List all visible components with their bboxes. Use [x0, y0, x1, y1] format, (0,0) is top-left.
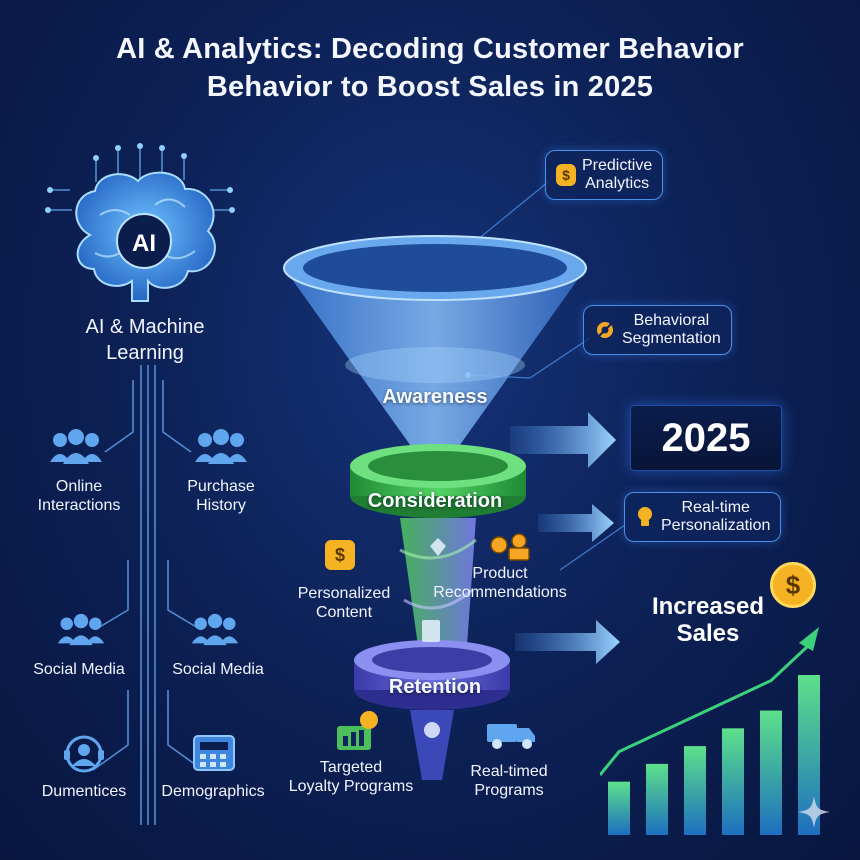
delivery-truck-icon [487, 724, 535, 749]
people-group-icon [50, 429, 102, 464]
page-title: AI & Analytics: Decoding Customer Behavi… [0, 30, 860, 106]
chart-bar-6 [798, 675, 820, 835]
tactic-loyalty-line-2: Loyalty Programs [288, 778, 414, 795]
stage-consideration: Consideration [367, 490, 503, 512]
source-social-media-left: Social Media [33, 661, 125, 678]
callout-behavioral-segmentation: Behavioral Segmentation [583, 305, 732, 355]
title-line-2: Behavior to Boost Sales in 2025 [206, 71, 654, 103]
sparkle-icon [798, 796, 830, 828]
increased-sales-label: Increased Sales [628, 593, 788, 647]
dollar-building-icon: $ [325, 540, 355, 570]
callout-predictive-line-2: Analytics [585, 175, 650, 192]
lightbulb-icon [638, 507, 652, 526]
arrow-to-2025 [510, 412, 616, 468]
people-group-icon [191, 613, 239, 646]
source-purchase-line-1: Purchase [187, 478, 255, 495]
dollar-coin-icon: $ [770, 562, 816, 608]
calculator-chart-icon [193, 735, 235, 771]
sales-funnel [283, 235, 587, 780]
callout-predictive-analytics: $ Predictive Analytics [545, 150, 664, 200]
ai-ml-label: AI & Machine Learning [40, 314, 250, 366]
source-dumentices: Dumentices [41, 783, 127, 800]
tactic-personalized-line-1: Personalized [297, 585, 391, 602]
tactic-realtimed-line-1: Real-timed [470, 763, 548, 780]
title-line-1: AI & Analytics: Decoding Customer Behavi… [116, 33, 744, 65]
ai-ml-label-line-2: Learning [106, 342, 184, 364]
tactic-product-line-2: Recommendations [433, 584, 567, 601]
callout-realtime-personalization: Real-time Personalization [624, 492, 782, 542]
tactic-product-recommendations: Product Recommendations [430, 564, 570, 602]
sales-bar-chart [600, 627, 820, 835]
chart-bar-4 [722, 728, 744, 835]
arrow-to-personalization [538, 504, 614, 542]
chart-bar-2 [646, 763, 668, 835]
ai-ml-label-line-1: AI & Machine [85, 316, 205, 338]
trend-arrow-head [799, 627, 819, 651]
tactic-targeted-loyalty: Targeted Loyalty Programs [276, 758, 426, 796]
source-online-line-1: Online [55, 478, 103, 495]
tactic-product-line-1: Product [472, 565, 528, 582]
chart-bar-3 [684, 746, 706, 835]
ai-badge: AI [132, 230, 156, 257]
loyalty-chart-icon [337, 711, 378, 750]
tactic-loyalty-line-1: Targeted [319, 759, 383, 776]
segmentation-gear-icon [596, 321, 614, 339]
brain-icon [75, 171, 216, 302]
headset-person-icon [64, 735, 104, 773]
callout-segmentation-line-2: Segmentation [622, 330, 721, 347]
tactic-realtimed-line-2: Programs [474, 782, 544, 799]
tactic-personalized-content: Personalized Content [282, 584, 406, 622]
trend-line [600, 643, 811, 776]
people-group-icon [57, 613, 105, 646]
increased-sales-line-2: Sales [676, 620, 740, 647]
source-purchase-line-2: History [196, 497, 246, 514]
stage-awareness: Awareness [382, 386, 488, 408]
stage-retention: Retention [388, 676, 482, 698]
callout-personalization-line-2: Personalization [661, 517, 771, 534]
chart-bar-5 [760, 710, 782, 835]
tactic-personalized-line-2: Content [315, 604, 373, 621]
dollar-shield-icon: $ [556, 164, 576, 186]
source-demographics: Demographics [161, 783, 265, 800]
source-social-media-right: Social Media [172, 661, 264, 678]
source-purchase-history: Purchase History [156, 477, 286, 515]
tactic-realtimed-programs: Real-timed Programs [444, 762, 574, 800]
source-online-interactions: Online Interactions [14, 477, 144, 515]
arrow-to-sales [515, 620, 620, 664]
increased-sales-line-1: Increased [651, 593, 765, 620]
product-boxes-icon [490, 533, 530, 561]
callout-personalization-line-1: Real-time [681, 499, 750, 516]
callout-predictive-line-1: Predictive [582, 157, 653, 174]
chart-bar-1 [608, 781, 630, 835]
callout-segmentation-line-1: Behavioral [633, 312, 710, 329]
people-group-icon [195, 429, 247, 464]
year-badge: 2025 [630, 405, 782, 471]
source-online-line-2: Interactions [37, 497, 121, 514]
